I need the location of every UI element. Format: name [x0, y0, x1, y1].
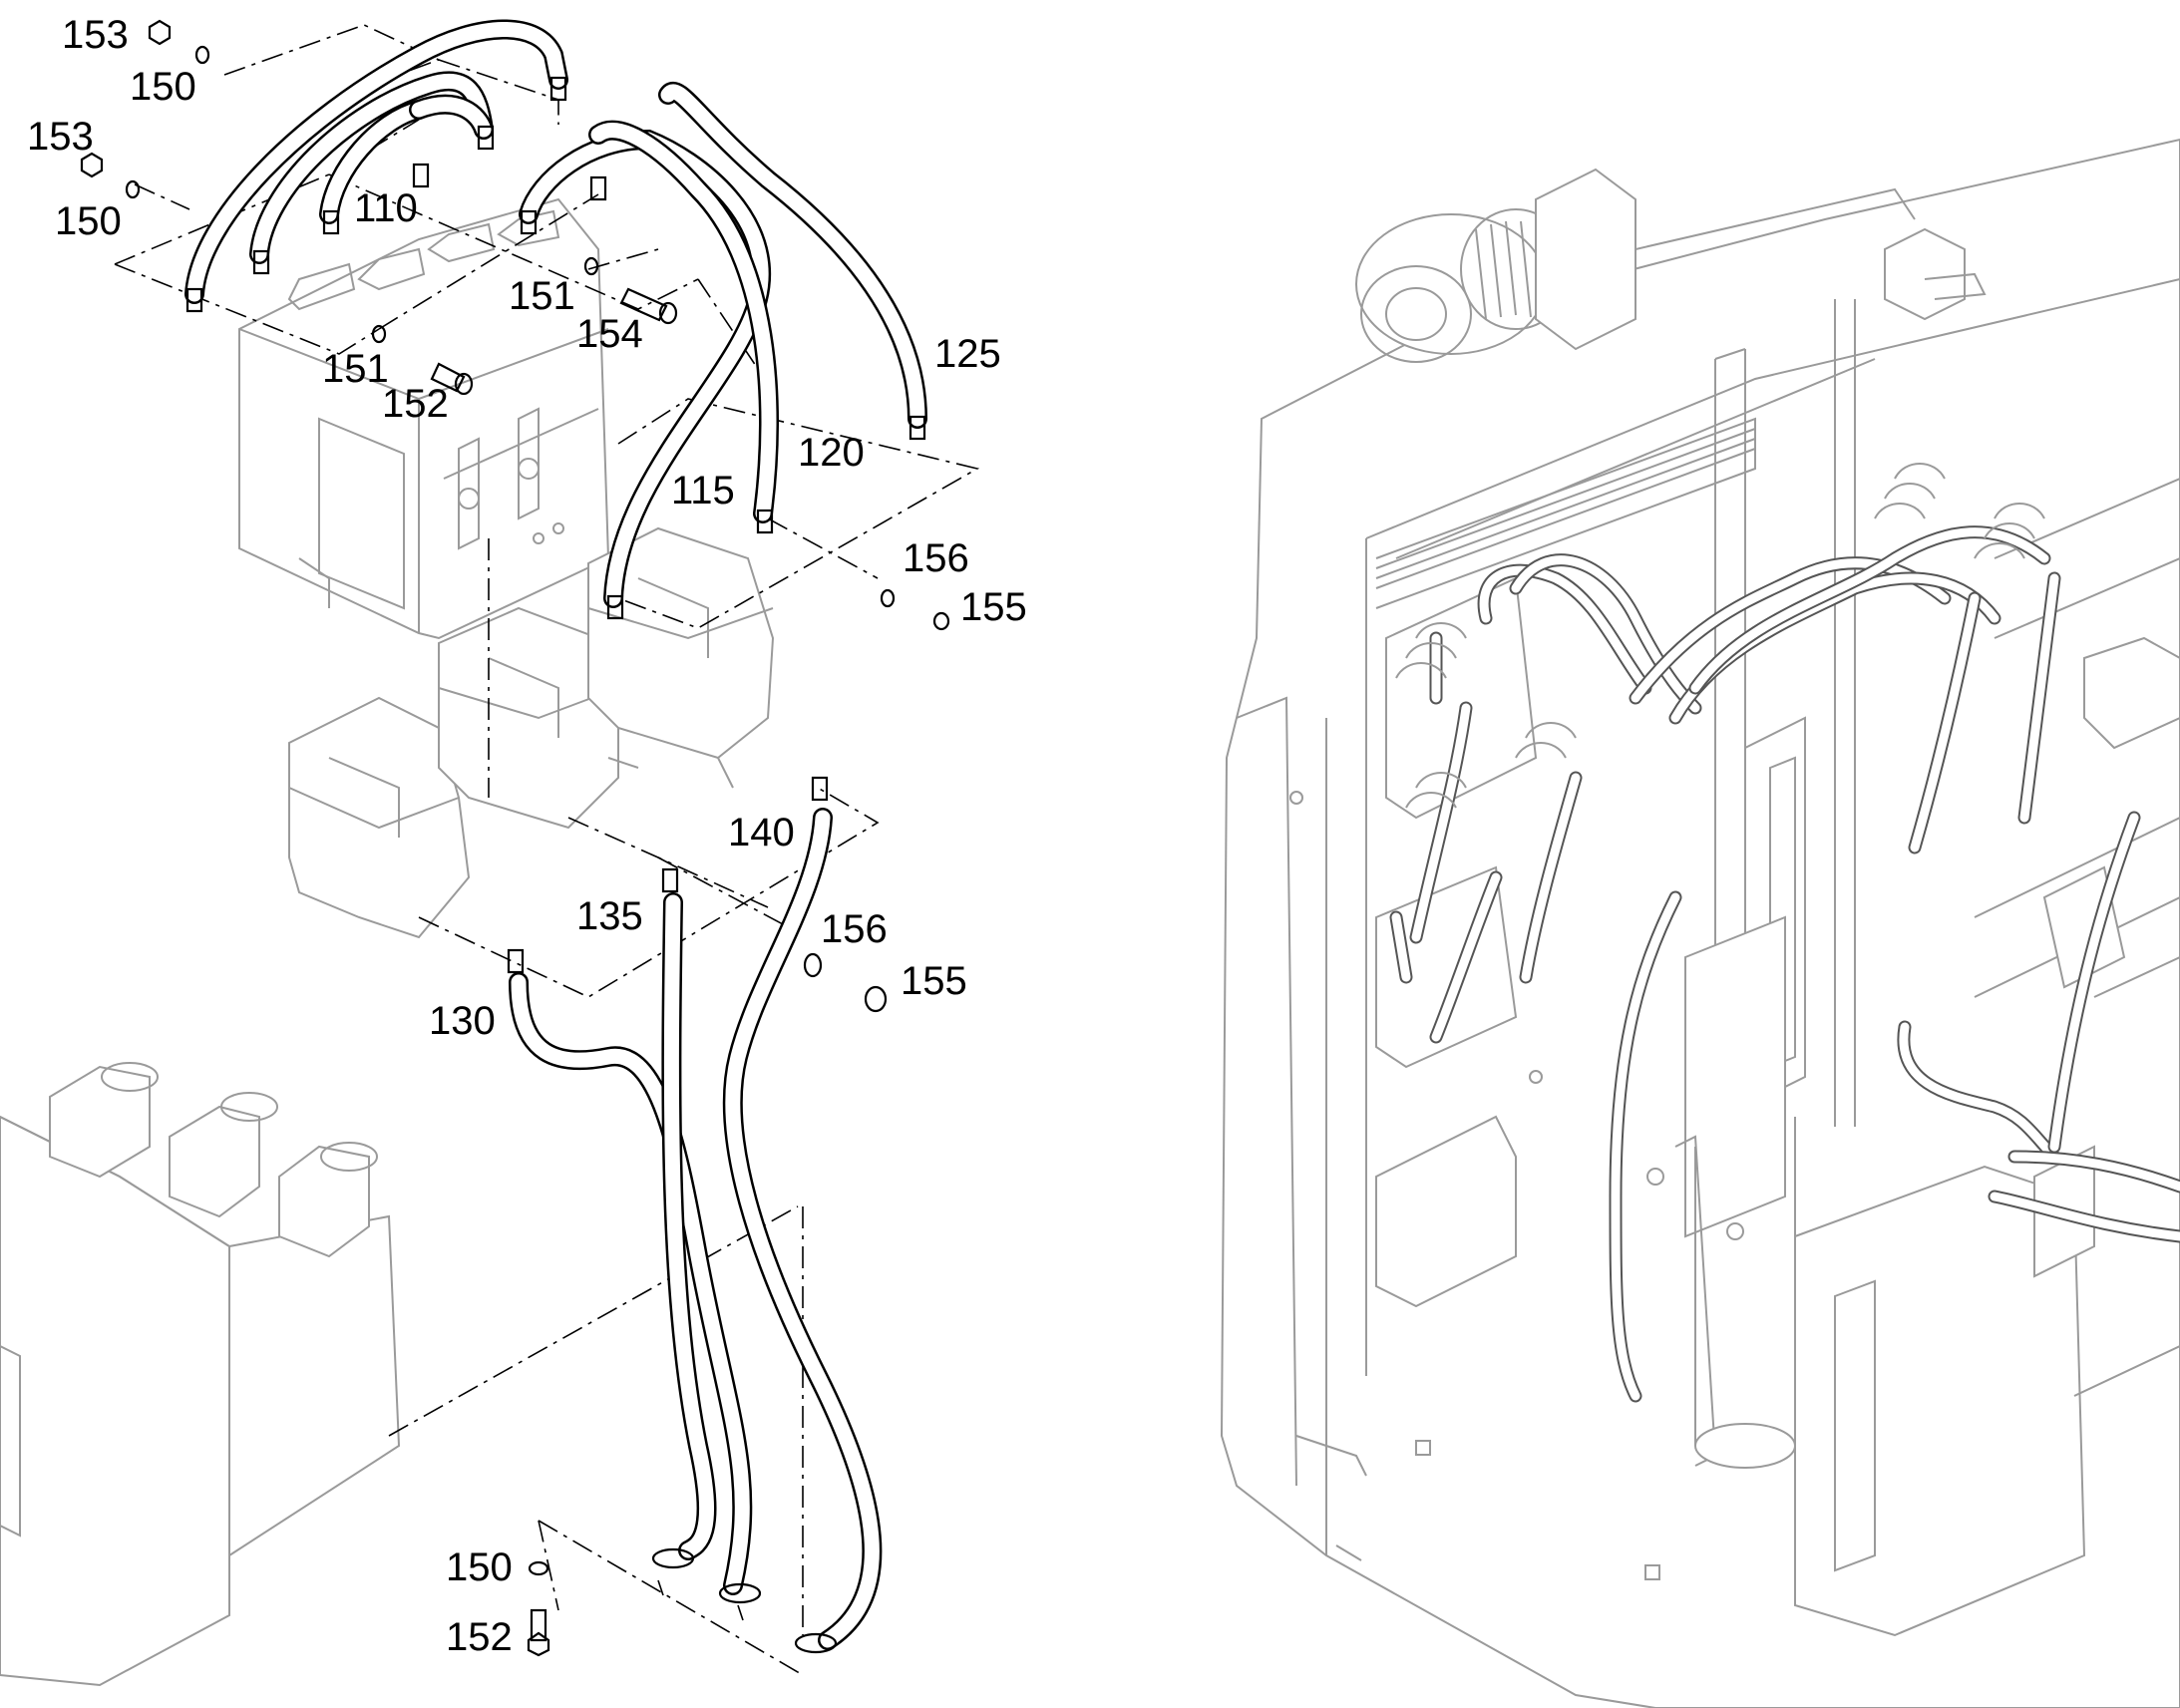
callout-115: 115: [671, 469, 735, 512]
callout-156: 156: [903, 536, 969, 580]
callout-155: 155: [960, 585, 1027, 629]
callout-150: 150: [130, 65, 196, 109]
callout-151: 151: [322, 347, 389, 391]
callout-152: 152: [382, 382, 449, 426]
callout-153: 153: [62, 13, 129, 57]
callout-110: 110: [354, 186, 418, 230]
callout-151: 151: [509, 274, 575, 318]
callout-152: 152: [446, 1615, 513, 1659]
cable-lugs: [185, 76, 926, 1654]
callout-155: 155: [901, 959, 967, 1003]
callout-125: 125: [934, 332, 1001, 376]
fastener-hardware: [80, 19, 950, 1657]
cable-130-135-140: [509, 808, 883, 1650]
callout-156: 156: [821, 907, 888, 951]
transformer-block: [0, 1062, 401, 1687]
callout-153: 153: [27, 115, 94, 159]
callout-labels: 153 150 153 150 110 151 154 151 152 125 …: [27, 13, 1027, 1659]
callout-154: 154: [576, 312, 643, 356]
upper-contactor-block: [238, 197, 610, 640]
callout-140: 140: [728, 811, 795, 854]
callout-120: 120: [798, 431, 865, 475]
cable-115-120-125: [519, 82, 927, 608]
assembled-machine-view: [1220, 138, 2180, 1708]
callout-135: 135: [576, 894, 643, 938]
callout-150: 150: [55, 199, 122, 243]
callout-150: 150: [446, 1545, 513, 1589]
lower-contactor-modules: [288, 526, 775, 939]
cable-110-group: [184, 19, 568, 304]
callout-130: 130: [429, 999, 496, 1043]
